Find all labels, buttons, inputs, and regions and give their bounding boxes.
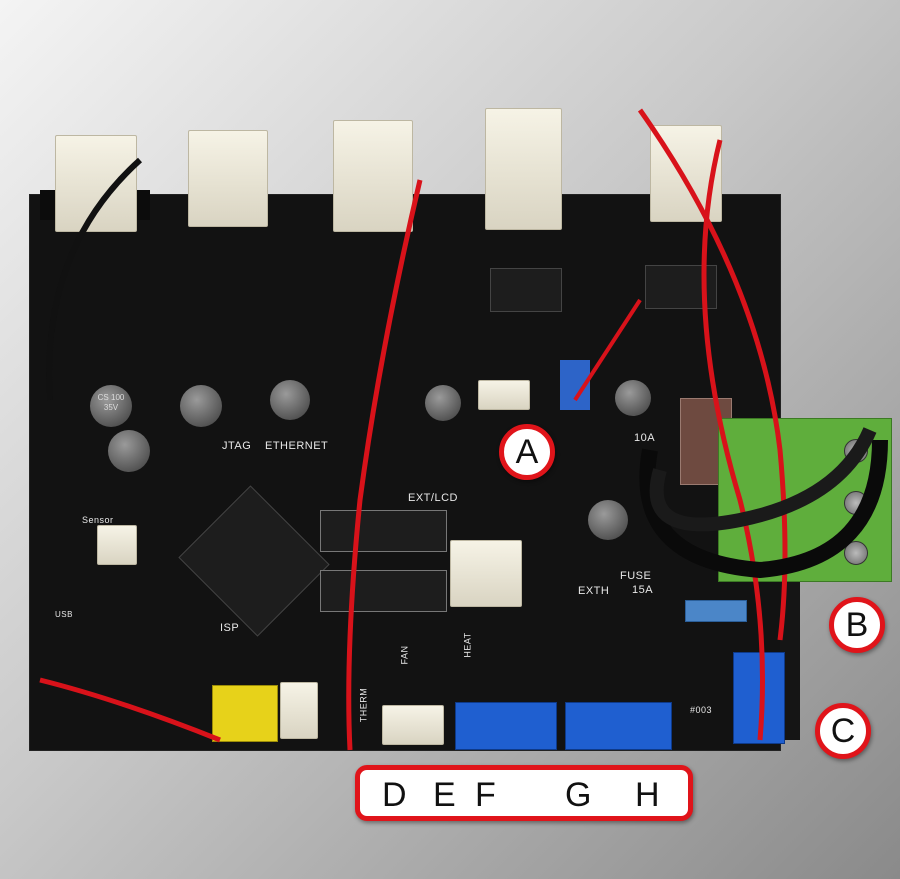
callout-d: D <box>382 776 407 814</box>
callout-a: A <box>499 424 555 480</box>
black-power-cable <box>649 427 877 532</box>
usb-label: USB <box>55 610 73 619</box>
capacitor <box>615 380 651 416</box>
fuse-rating-label: 15A <box>632 584 654 596</box>
power-connector <box>450 540 522 607</box>
red-wire <box>346 179 423 751</box>
ext-lcd-header <box>320 510 447 552</box>
fan-connectors <box>382 705 444 745</box>
callout-f: F <box>475 776 496 814</box>
small-connector <box>478 380 530 410</box>
fuse-10a-label: 10A <box>634 432 656 444</box>
callout-e: E <box>433 776 456 814</box>
black-power-cable <box>639 439 888 579</box>
stepper-connector-2 <box>188 130 268 227</box>
capacitor <box>108 430 150 472</box>
red-wire <box>573 298 642 402</box>
capacitor <box>270 380 310 420</box>
black-wire <box>46 157 143 401</box>
ext-lcd-label: EXT/LCD <box>408 492 458 504</box>
sensor-connector <box>97 525 137 565</box>
isp-label: ISP <box>220 622 240 634</box>
heater-terminal-f <box>455 702 557 750</box>
ethernet-label: ETHERNET <box>265 440 329 452</box>
capacitor <box>588 500 628 540</box>
white-connector <box>280 682 318 739</box>
callout-c: C <box>815 703 871 759</box>
callout-b: B <box>829 597 885 653</box>
blade-fuse <box>685 600 747 622</box>
sensor-label: Sensor <box>82 515 114 525</box>
callout-h: H <box>635 776 660 814</box>
board-number-label: #003 <box>690 705 713 715</box>
exth-label: EXTH <box>578 585 610 597</box>
stepper-connector-4 <box>485 108 562 230</box>
capacitor-label: CS 100 35V <box>97 393 125 412</box>
callout-bottom-box: D E F G H <box>355 765 693 821</box>
red-wire <box>39 677 221 743</box>
terminal-c <box>733 652 785 744</box>
fuse-label: FUSE <box>620 570 652 582</box>
stepper-connector-3 <box>333 120 413 232</box>
jtag-label: JTAG <box>222 440 252 452</box>
capacitor: CS 100 35V <box>90 385 132 427</box>
capacitor <box>180 385 222 427</box>
driver-chip <box>490 268 562 312</box>
stepper-connector-1 <box>55 135 137 232</box>
capacitor <box>425 385 461 421</box>
lcd-header <box>320 570 447 612</box>
callout-g: G <box>565 776 592 814</box>
yellow-connector <box>212 685 278 742</box>
pcb-board-edge <box>780 580 800 740</box>
red-wire <box>701 139 765 741</box>
heater-terminal-gh <box>565 702 672 750</box>
